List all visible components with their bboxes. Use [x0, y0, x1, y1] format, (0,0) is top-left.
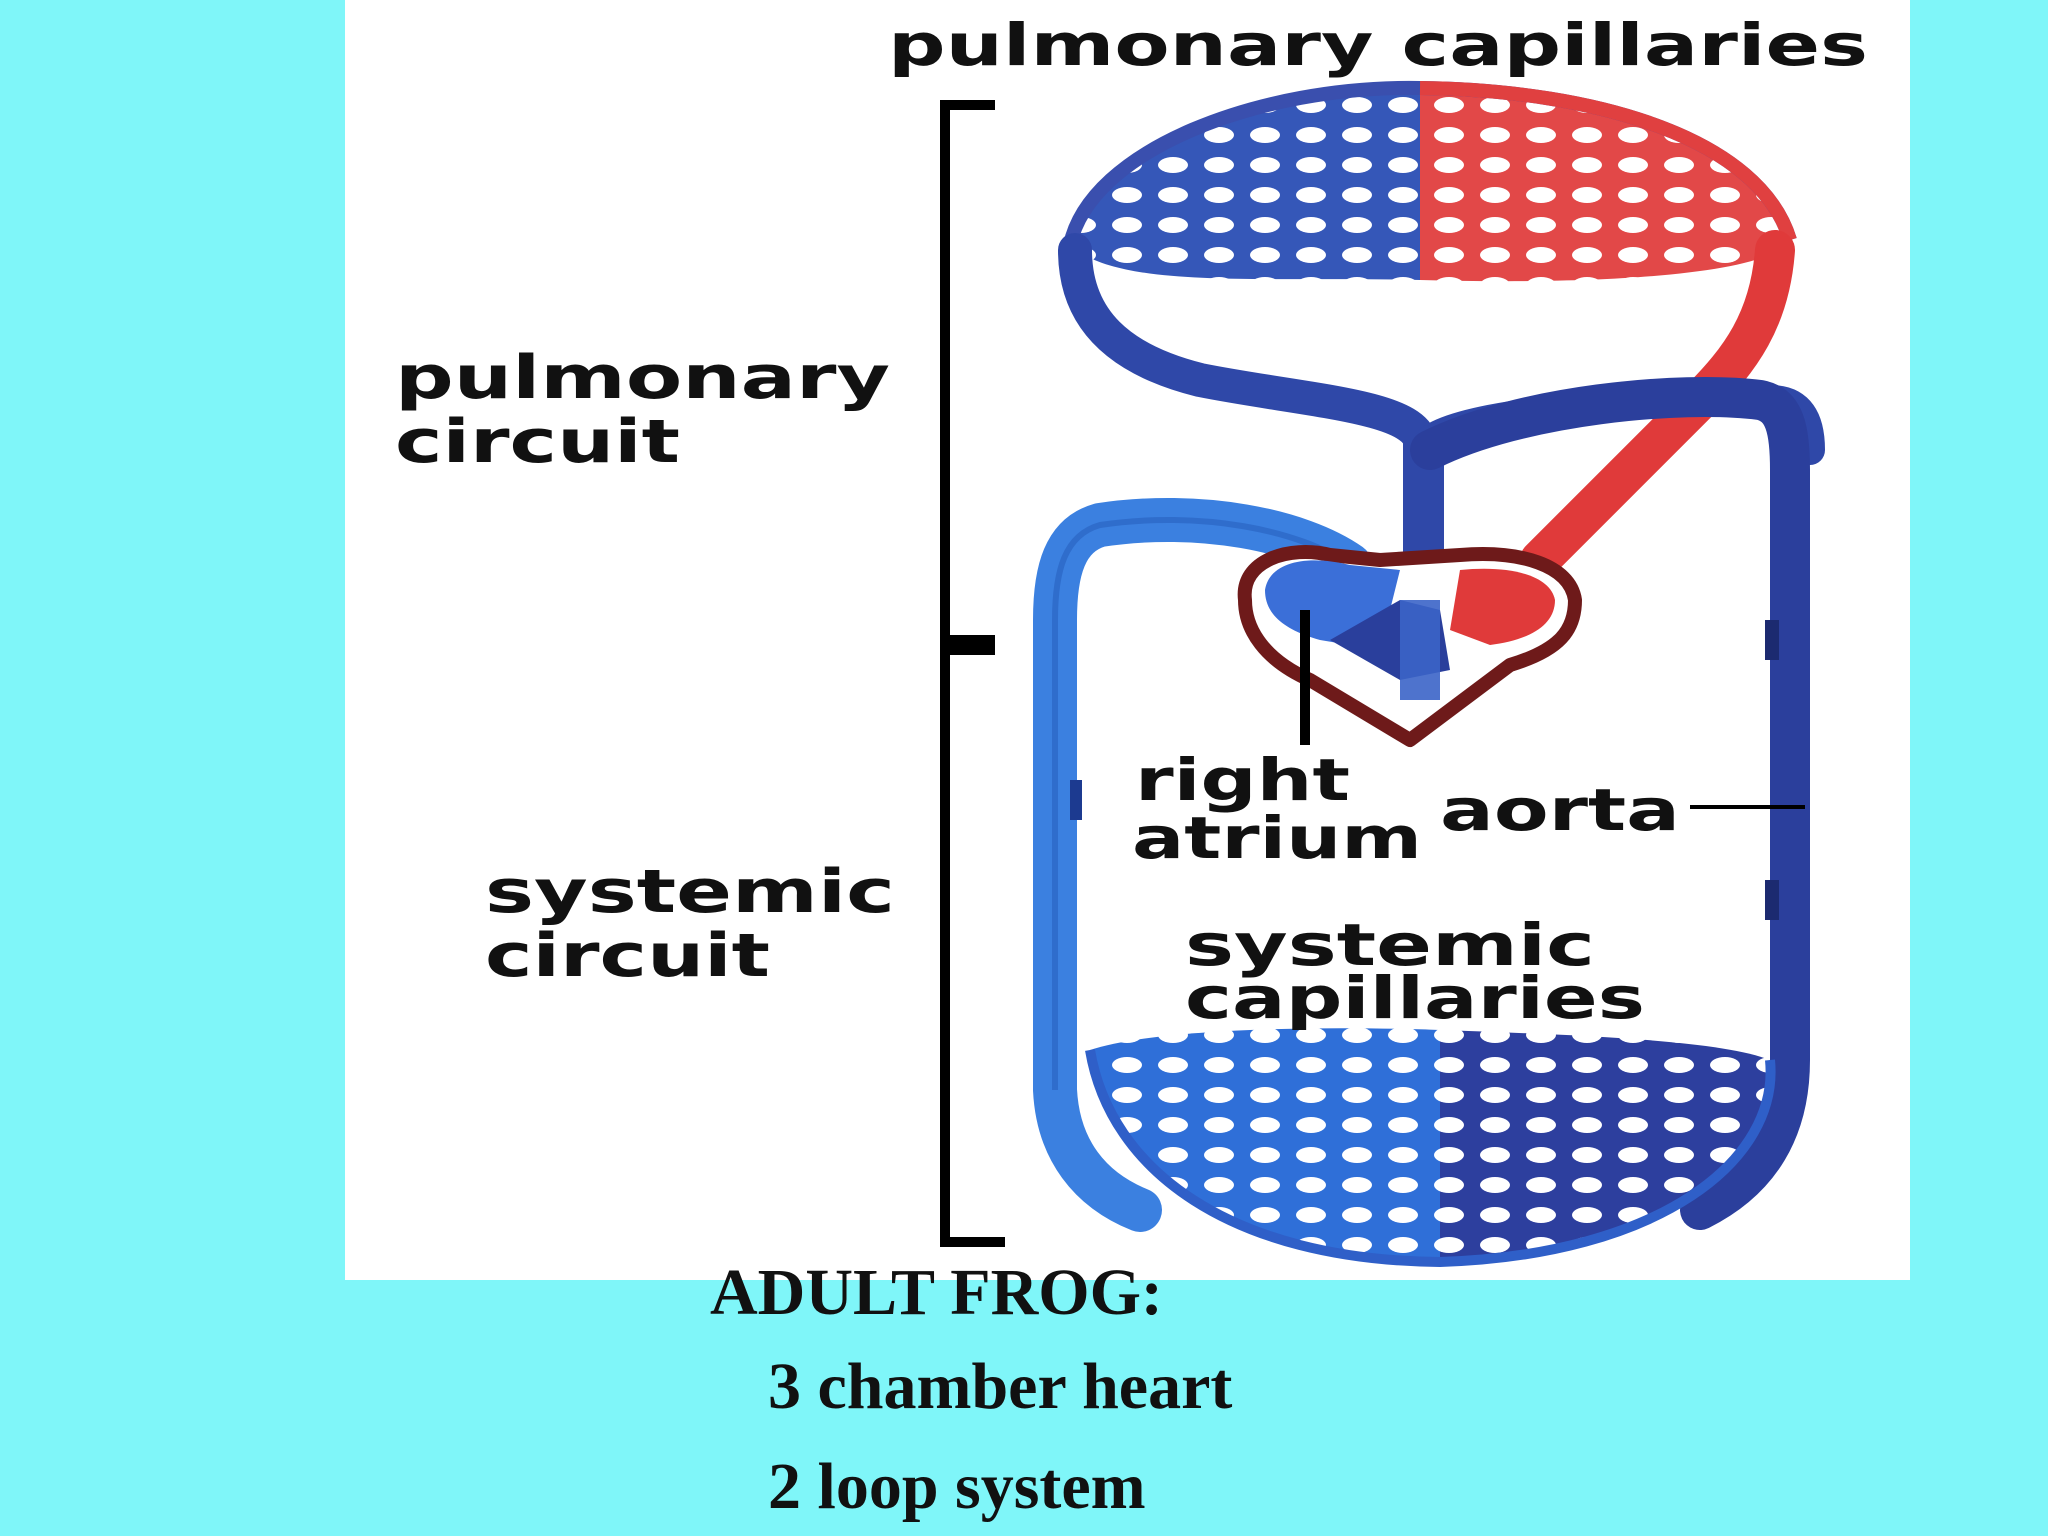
- frog-circulation-diagram: pulmonary capillaries pulmonary circuit …: [395, 11, 1868, 1268]
- label-right-atrium-line1: right: [1135, 746, 1350, 814]
- caption-title: ADULT FROG:: [710, 1256, 1163, 1329]
- systemic-veins: [1033, 497, 1372, 1232]
- caption-line-chambers: 3 chamber heart: [768, 1350, 1233, 1423]
- systemic-bracket: [940, 645, 1005, 1247]
- pulmonary-bracket: [940, 100, 995, 645]
- label-pulmonary-circuit-line2: circuit: [395, 407, 680, 477]
- systemic-capillary-bed: [1085, 1028, 1776, 1268]
- label-systemic-circuit-line2: circuit: [485, 921, 770, 991]
- caption-line-loops: 2 loop system: [768, 1450, 1146, 1523]
- label-aorta: aorta: [1440, 776, 1680, 844]
- label-pulmonary-capillaries: pulmonary capillaries: [888, 11, 1868, 79]
- label-systemic-capillaries-line2: capillaries: [1185, 964, 1645, 1032]
- label-systemic-circuit-line1: systemic: [485, 857, 895, 927]
- heart: [1237, 545, 1582, 747]
- label-pulmonary-circuit-line1: pulmonary: [395, 343, 890, 413]
- pulmonary-capillary-bed: [1063, 80, 1797, 282]
- aorta-vessel: [1070, 377, 1810, 1230]
- label-right-atrium-line2: atrium: [1132, 804, 1422, 872]
- label-systemic-capillaries-line1: systemic: [1185, 911, 1595, 979]
